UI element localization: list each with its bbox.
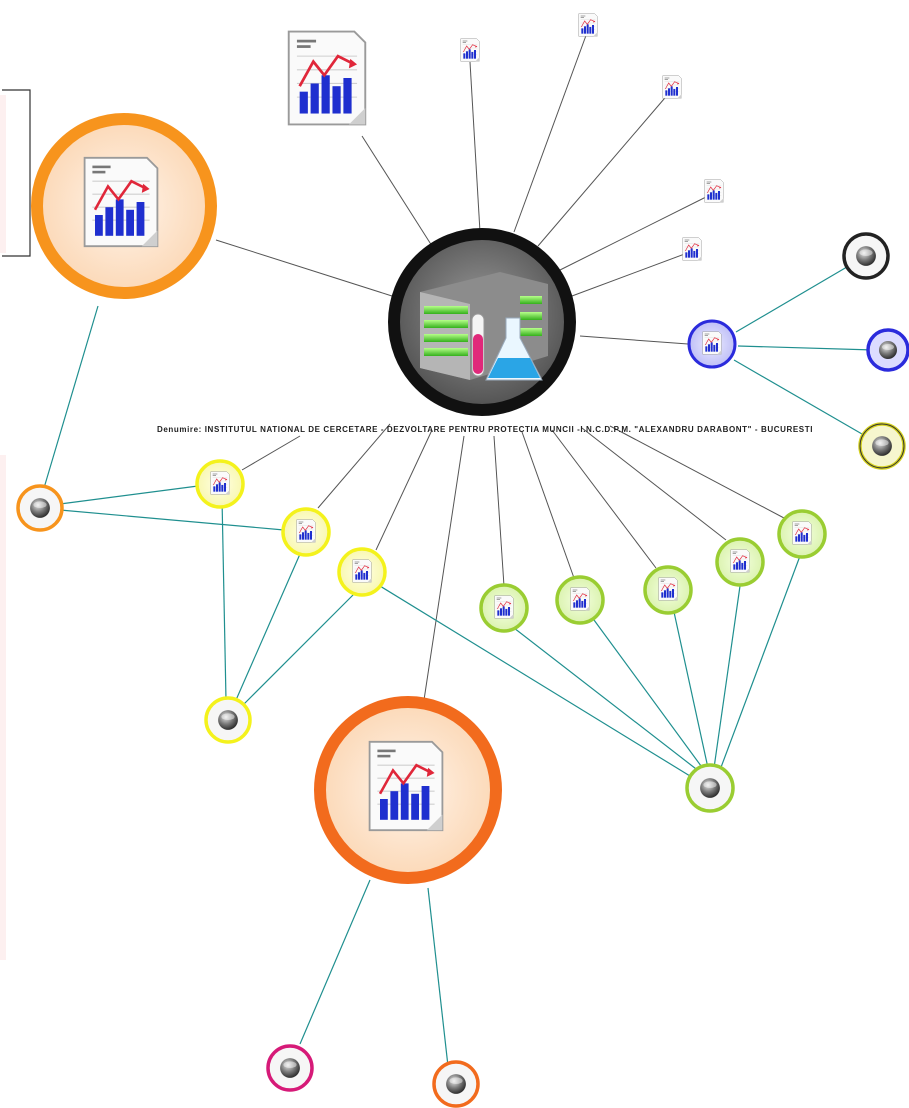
report-icon[interactable]	[704, 179, 724, 203]
edges-teal	[43, 263, 875, 1085]
left-panel-edge	[0, 455, 6, 960]
report-node-large[interactable]	[31, 113, 217, 299]
edges-from-center	[215, 29, 785, 701]
left-panel-edge	[0, 95, 6, 253]
center-institution-node[interactable]	[388, 228, 576, 416]
report-node-large[interactable]	[314, 696, 502, 884]
report-node-blue[interactable]	[687, 319, 737, 369]
selection-bracket	[2, 89, 31, 257]
report-node-yellow[interactable]	[337, 547, 387, 597]
hub-node-magenta[interactable]	[266, 1044, 314, 1092]
hub-node-gray[interactable]	[842, 232, 890, 280]
center-node-caption: Denumire: INSTITUTUL NATIONAL DE CERCETA…	[156, 425, 814, 434]
report-node-yellow[interactable]	[195, 459, 245, 509]
report-node-lime[interactable]	[715, 537, 765, 587]
hub-node-olive[interactable]	[858, 422, 906, 470]
hub-node-orange[interactable]	[16, 484, 64, 532]
report-icon[interactable]	[682, 237, 702, 261]
report-icon[interactable]	[460, 38, 480, 62]
report-icon[interactable]	[287, 29, 367, 127]
report-icon[interactable]	[578, 13, 598, 37]
laboratory-building-flask-icon	[420, 272, 548, 381]
hub-node-orange[interactable]	[432, 1060, 480, 1108]
report-icon[interactable]	[662, 75, 682, 99]
hub-node-lime[interactable]	[685, 763, 735, 813]
report-node-lime[interactable]	[643, 565, 693, 615]
report-node-lime[interactable]	[555, 575, 605, 625]
report-node-yellow[interactable]	[281, 507, 331, 557]
report-node-lime[interactable]	[479, 583, 529, 633]
hub-node-blue[interactable]	[866, 328, 909, 372]
report-node-lime[interactable]	[777, 509, 827, 559]
hub-node-yellow[interactable]	[204, 696, 252, 744]
